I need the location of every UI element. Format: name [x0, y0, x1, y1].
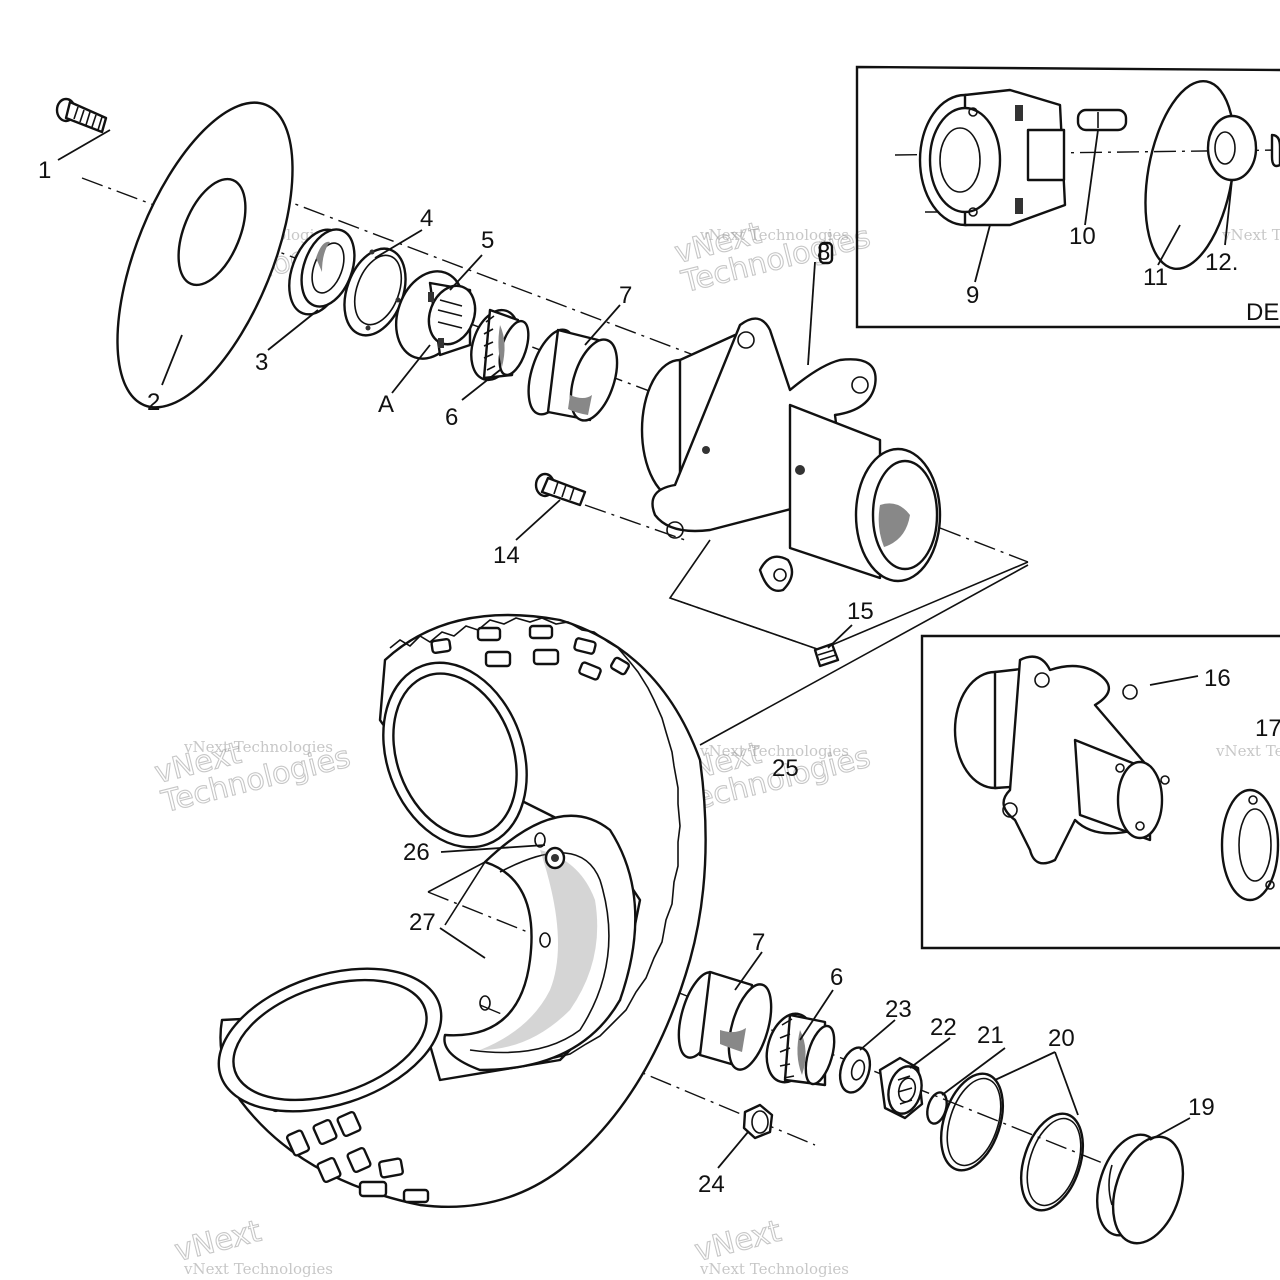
leader-lines — [57, 129, 1233, 1169]
stud-part-8 — [818, 241, 834, 265]
callout-7-lower: 7 — [752, 929, 765, 956]
set-screw-part-15 — [813, 642, 840, 668]
o-ring-part-20a — [940, 1072, 1004, 1172]
callout-11: 11 — [1143, 264, 1168, 291]
watermark-small-8: vNext Technologies — [1215, 742, 1280, 760]
callout-8: 8 — [817, 239, 830, 266]
retaining-ring-part-4 — [343, 247, 407, 337]
callout-19: 19 — [1188, 1094, 1215, 1121]
detail-label: DE — [1246, 299, 1279, 326]
collar-part-17 — [1220, 788, 1280, 902]
callout-14: 14 — [493, 542, 520, 569]
bolt-part-14 — [534, 472, 587, 507]
callout-20: 20 — [1048, 1025, 1075, 1052]
callout-27: 27 — [409, 909, 436, 936]
callout-22: 22 — [930, 1014, 957, 1041]
watermark-small-3: vNext Technologies — [183, 738, 333, 756]
detail-box-lower — [920, 634, 1280, 950]
callout-25: 25 — [772, 755, 799, 782]
hub-part-16 — [953, 655, 1170, 865]
bearing-part-6-lower — [765, 1012, 836, 1087]
watermark-small-5: vNext Technologies — [183, 1260, 333, 1278]
watermark-small-6: vNext Technologies — [699, 1260, 849, 1278]
callout-9: 9 — [966, 282, 979, 309]
watermark-small-7: vNext Technologies — [1221, 226, 1280, 244]
pin-part-10 — [1076, 108, 1128, 132]
washer-part-23 — [838, 1046, 872, 1094]
race-part-7-upper — [527, 328, 619, 422]
callout-1: 1 — [38, 157, 51, 184]
hub-cap-part-19 — [1096, 1133, 1185, 1245]
lug-nut-part-24 — [742, 1103, 774, 1140]
collar-part-9 — [918, 88, 1067, 227]
callout-A: A — [378, 391, 394, 418]
hub-clutch-part-5 — [395, 270, 477, 360]
detail-box-upper — [855, 65, 1280, 329]
callout-23: 23 — [885, 996, 912, 1023]
callout-21: 21 — [977, 1022, 1004, 1049]
callout-5: 5 — [481, 227, 494, 254]
callout-4: 4 — [420, 205, 433, 232]
callout-10: 10 — [1069, 223, 1096, 250]
valve-stem-part-26 — [544, 846, 566, 870]
nut-part-22 — [878, 1056, 924, 1120]
callout-7-upper: 7 — [619, 282, 632, 309]
callout-16: 16 — [1204, 665, 1231, 692]
tire-part-25 — [217, 613, 707, 1208]
callout-2: 2 — [147, 389, 160, 416]
watermark-small-2: vNext Technologies — [699, 226, 849, 244]
callout-15: 15 — [847, 598, 874, 625]
callout-12: 12. — [1205, 249, 1238, 276]
race-part-7-lower — [677, 970, 773, 1071]
callout-17: 17 — [1255, 715, 1280, 742]
dust-cover-part-2 — [116, 101, 294, 409]
callout-labels: 1 2 3 4 5 A 6 7 8 9 10 11 12. DE 14 15 1… — [38, 157, 1280, 1198]
rim-part-27 — [443, 814, 637, 1072]
callout-24: 24 — [698, 1171, 725, 1198]
o-ring-part-20b — [1020, 1112, 1084, 1212]
bolt-part-1 — [55, 97, 108, 134]
seal-part-3 — [288, 228, 356, 316]
bearing-part-6-upper — [470, 308, 530, 382]
callout-6-lower: 6 — [830, 964, 843, 991]
callout-26: 26 — [403, 839, 430, 866]
watermark-small-4: vNext Technologies — [699, 742, 849, 760]
callout-3: 3 — [255, 349, 268, 376]
bushing-part-12 — [1206, 114, 1280, 182]
wheel-hub-assembly — [640, 317, 942, 592]
callout-6-upper: 6 — [445, 404, 458, 431]
